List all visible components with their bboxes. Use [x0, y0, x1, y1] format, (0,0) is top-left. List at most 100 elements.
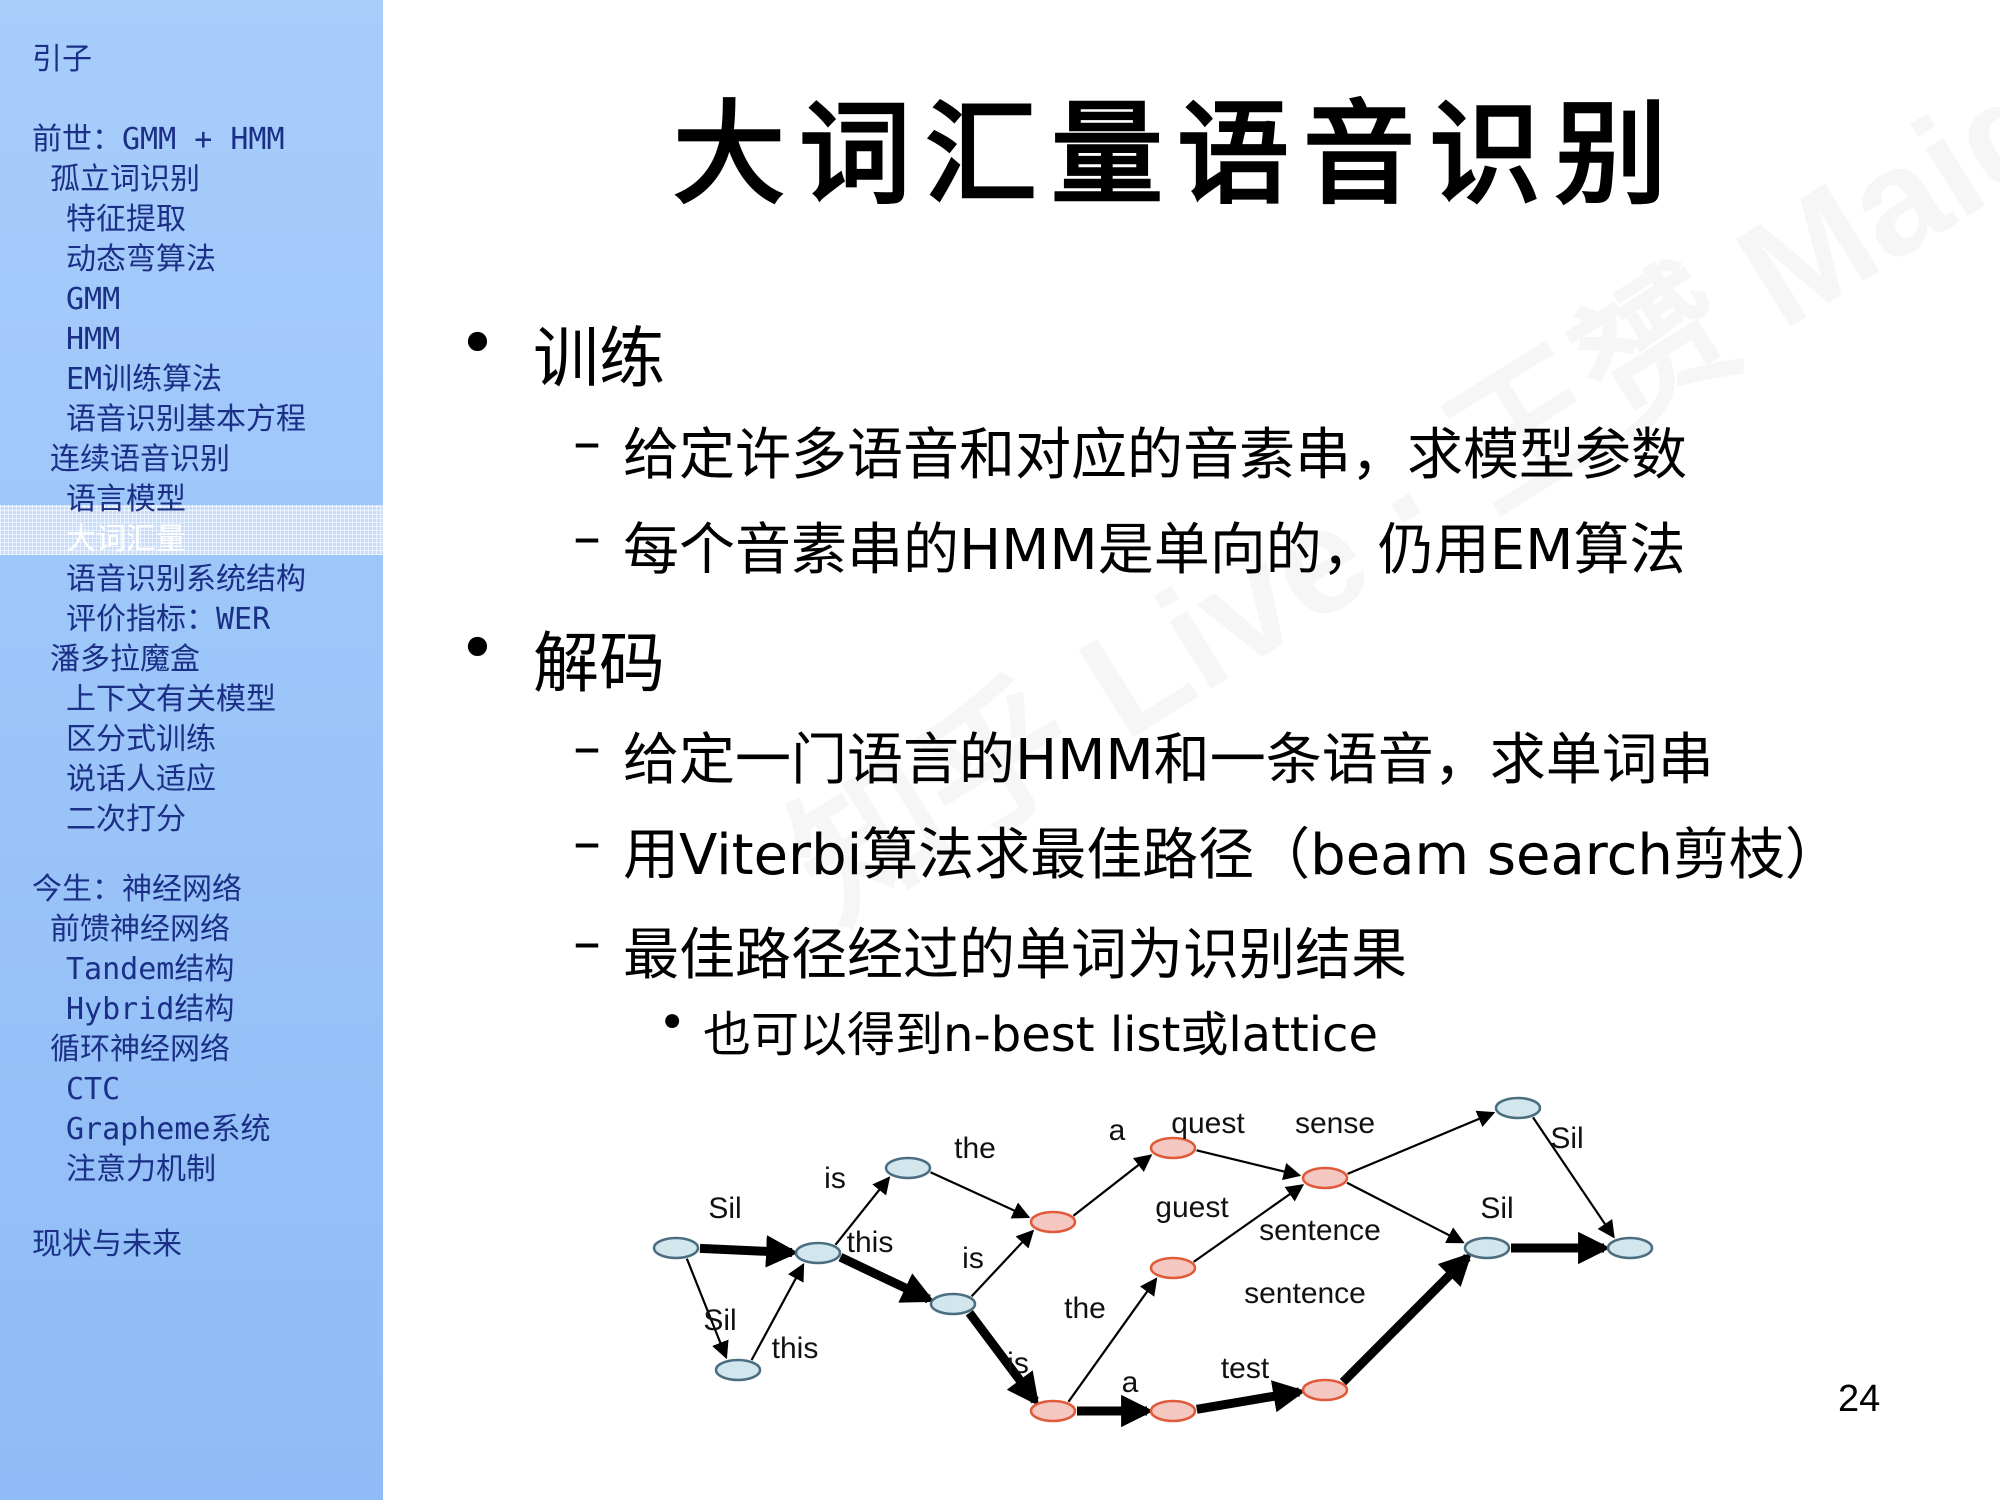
bullet-text: 给定一门语言的HMM和一条语音，求单词串: [623, 728, 1714, 793]
sidebar-nav-item[interactable]: 评价指标：WER: [66, 602, 271, 637]
lattice-edge: [1347, 1110, 1496, 1175]
lattice-edge-label: this: [847, 1226, 894, 1259]
lattice-edge-label: is: [824, 1162, 846, 1195]
lattice-node: [1606, 1236, 1654, 1260]
sidebar-nav-item[interactable]: 二次打分: [66, 802, 186, 837]
sidebar-nav-item[interactable]: 前世：GMM + HMM: [32, 122, 285, 157]
slide-title: 大词汇量语音识别: [673, 89, 1681, 220]
lattice-edge-label: sentence: [1259, 1214, 1381, 1247]
lattice-edge-label: a: [1109, 1114, 1126, 1147]
lattice-edge-label: is: [1007, 1347, 1029, 1380]
lattice-edge-label: sense: [1295, 1107, 1375, 1140]
sidebar-nav-item[interactable]: 特征提取: [66, 202, 186, 237]
lattice-nodes: [652, 1096, 1654, 1423]
sidebar-nav-item[interactable]: EM训练算法: [66, 362, 223, 397]
lattice-edge-label: Sil: [708, 1192, 741, 1225]
lattice-node: [714, 1358, 762, 1382]
sidebar-nav-item[interactable]: 连续语音识别: [50, 442, 230, 477]
lattice-edge: [1067, 1277, 1158, 1403]
lattice-edge-label: Sil: [703, 1304, 736, 1337]
lattice-edge-label: Sil: [1550, 1122, 1583, 1155]
bullet-text: 最佳路径经过的单词为识别结果: [623, 923, 1407, 988]
lattice-node: [884, 1156, 932, 1180]
slide: 知乎 Live · 王赟 Maigo 大词汇量语音识别 •训练–给定许多语音和对…: [383, 0, 2000, 1500]
lattice-edge: [750, 1263, 805, 1361]
sidebar-nav-item[interactable]: Grapheme系统: [66, 1112, 271, 1147]
lattice-node: [1463, 1236, 1511, 1260]
sidebar-nav-item[interactable]: 潘多拉魔盒: [50, 642, 200, 677]
sidebar-nav-item[interactable]: 语音识别基本方程: [66, 402, 306, 437]
sidebar-nav-item[interactable]: 循环神经网络: [50, 1032, 230, 1067]
sidebar-nav-item[interactable]: HMM: [66, 322, 121, 357]
current-section-highlight: [0, 505, 383, 555]
page-number: 24: [1838, 1378, 1881, 1420]
sidebar-nav-item[interactable]: 前馈神经网络: [50, 912, 230, 947]
lattice-edge: [965, 1310, 1040, 1406]
bullet-marker: –: [573, 505, 601, 570]
sidebar-nav-item[interactable]: 上下文有关模型: [66, 682, 276, 717]
sidebar-nav-item[interactable]: 注意力机制: [66, 1152, 216, 1187]
lattice-node: [1029, 1210, 1077, 1234]
lattice-edge: [838, 1253, 935, 1304]
bullet-marker: –: [573, 410, 601, 475]
lattice-edge-labels: SilSilisthisthistheisisatheaquestguestte…: [703, 1107, 1583, 1399]
lattice-edge: [1532, 1116, 1615, 1239]
lattice-node: [794, 1241, 842, 1265]
lattice-node: [1149, 1256, 1197, 1280]
bullet-text: 用Viterbi算法求最佳路径（beam search剪枝）: [623, 823, 1841, 888]
bullet-marker: •: [458, 610, 497, 687]
lattice-edge: [1072, 1154, 1153, 1217]
lattice-edge-label: this: [772, 1332, 819, 1365]
bullet-text: 训练: [533, 320, 665, 397]
lattice-edges: [685, 1110, 1615, 1428]
lattice-node: [929, 1292, 977, 1316]
lattice-edge: [1193, 1184, 1305, 1263]
bullet-text: 给定许多语音和对应的音素串，求模型参数: [623, 423, 1687, 488]
sidebar-nav-item[interactable]: 区分式训练: [66, 722, 216, 757]
sidebar-nav-item[interactable]: 语言模型: [66, 482, 186, 517]
sidebar-nav-item[interactable]: 今生：神经网络: [32, 872, 242, 907]
bullet-text: 每个音素串的HMM是单向的，仍用EM算法: [623, 518, 1686, 583]
bullet-marker: –: [573, 715, 601, 780]
bullet-text: 解码: [533, 625, 665, 702]
bullet-marker: •: [458, 305, 497, 382]
sidebar-navigation: 引子前世：GMM + HMM 孤立词识别特征提取动态弯算法 GMM HMM EM训练算法…: [0, 0, 383, 1500]
lattice-edge: [970, 1229, 1035, 1298]
sidebar-nav-item[interactable]: 语音识别系统结构: [66, 562, 306, 597]
lattice-node: [652, 1236, 700, 1260]
lattice-edge-label: Sil: [1480, 1192, 1513, 1225]
bullet-text: 也可以得到n-best list或lattice: [703, 1007, 1378, 1063]
lattice-node: [1149, 1136, 1197, 1160]
sidebar-nav-item[interactable]: 大词汇量: [66, 522, 186, 557]
lattice-edge: [1346, 1181, 1465, 1244]
lattice-edge: [834, 1176, 891, 1246]
lattice-edge-label: guest: [1155, 1191, 1229, 1224]
lattice-edge-label: quest: [1171, 1107, 1245, 1140]
sidebar-nav-item[interactable]: CTC: [66, 1072, 121, 1107]
lattice-node: [1301, 1378, 1349, 1402]
sidebar-nav-item[interactable]: 孤立词识别: [50, 162, 200, 197]
bullet-marker: –: [573, 810, 601, 875]
bullet-marker: •: [658, 995, 687, 1051]
sidebar-nav-item[interactable]: GMM: [66, 282, 121, 317]
lattice-edge-label: test: [1221, 1352, 1270, 1385]
word-lattice-diagram: SilSilisthisthistheisisatheaquestguestte…: [652, 1096, 1654, 1428]
lattice-node: [1029, 1399, 1077, 1423]
sidebar-nav-item[interactable]: Hybrid结构: [66, 992, 235, 1027]
lattice-edge: [1196, 1380, 1306, 1414]
lattice-edge-label: is: [962, 1242, 984, 1275]
lattice-edge: [699, 1235, 799, 1268]
sidebar-nav-item[interactable]: 说话人适应: [66, 762, 216, 797]
lattice-node: [1494, 1096, 1542, 1120]
lattice-edge: [685, 1258, 729, 1360]
lattice-edge-label: the: [954, 1132, 996, 1165]
sidebar-nav-item[interactable]: Tandem结构: [66, 952, 235, 987]
lattice-node: [1301, 1166, 1349, 1190]
sidebar-nav-item[interactable]: 动态弯算法: [66, 242, 216, 277]
sidebar-nav-item[interactable]: 引子: [32, 42, 92, 77]
sidebar-nav-item[interactable]: 现状与未来: [32, 1227, 182, 1262]
lattice-edge: [1196, 1149, 1302, 1181]
bullet-marker: –: [573, 910, 601, 975]
lattice-edge-label: a: [1122, 1366, 1139, 1399]
lattice-edge: [1339, 1252, 1473, 1386]
